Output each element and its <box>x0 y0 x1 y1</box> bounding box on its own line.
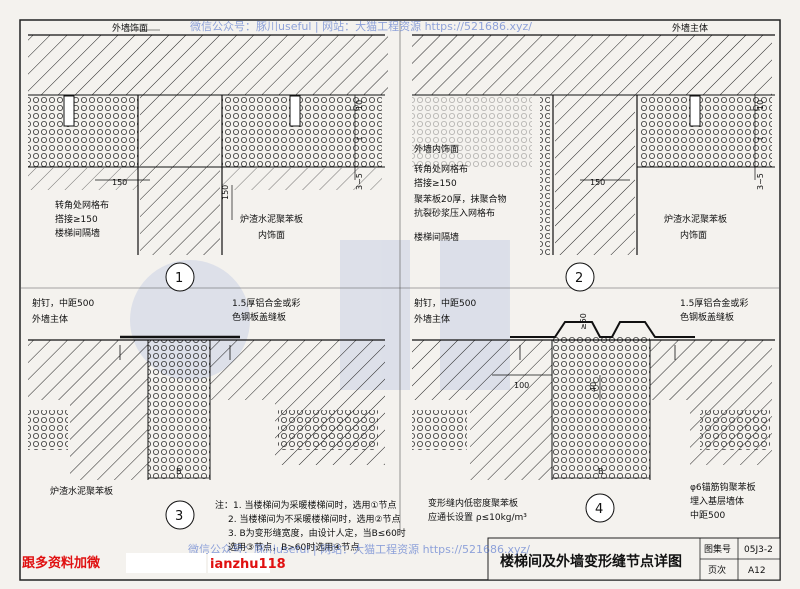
d4-joint-label-1: 变形缝内低密度聚苯板 <box>428 497 518 509</box>
watermark-bottom: 微信公众号：豚川useful | 网站：大猫工程资源 https://52168… <box>188 542 530 556</box>
d1-mesh-label-1: 转角处网格布 <box>55 199 109 211</box>
d4-dim-100: 100 <box>514 381 529 390</box>
note-line-3: 3. B为变形缝宽度，由设计人定，当B≤60时 <box>228 527 406 539</box>
detail-2: 外墙主体 外墙内饰面 转角处网格布 搭接≥150 聚苯板20厚，抹聚合物 抗裂砂… <box>412 22 775 292</box>
d1-mesh-label-2: 搭接≥150 <box>55 213 98 225</box>
d3-body-label: 外墙主体 <box>32 313 68 325</box>
d2-eps-label-1: 聚苯板20厚，抹聚合物 <box>414 193 506 205</box>
notes: 注：1. 当楼梯间为采暖楼梯间时，选用①节点 2. 当楼梯间为不采暖楼梯间时，选… <box>215 499 406 553</box>
atlas-value: 05J3-2 <box>744 545 773 555</box>
promo-banner: 跟多资料加微 ianzhu118 <box>22 553 286 573</box>
d4-dim-B: B <box>598 467 604 476</box>
d3-nail-label: 射钉，中距500 <box>32 297 94 309</box>
note-line-1: 注：1. 当楼梯间为采暖楼梯间时，选用①节点 <box>215 499 397 511</box>
d2-partition-label: 楼梯间隔墙 <box>414 231 459 243</box>
d1-inner-label: 内饰面 <box>258 229 285 241</box>
d2-dim-horizontal: 150 <box>590 178 605 187</box>
d4-dim-50: ≥50 <box>579 313 588 330</box>
d3-dim-B: B <box>176 467 182 476</box>
d2-dim-3-5: 3~5 <box>756 173 765 190</box>
page-value: A12 <box>748 566 766 576</box>
d4-anchor-label-3: 中距500 <box>690 509 725 521</box>
d3-number: 3 <box>175 509 183 524</box>
d1-partition-label: 楼梯间隔墙 <box>55 227 100 239</box>
note-line-2: 2. 当楼梯间为不采暖楼梯间时，选用②节点 <box>228 513 401 525</box>
title-block: 楼梯间及外墙变形缝节点详图 图集号 05J3-2 页次 A12 <box>487 537 781 581</box>
atlas-label: 图集号 <box>704 543 731 555</box>
d3-plate-label-2: 色钢板盖缝板 <box>232 311 286 323</box>
d2-inner-label: 内饰面 <box>680 229 707 241</box>
d1-number: 1 <box>175 271 183 286</box>
d4-plate-label-1: 1.5厚铝合金或彩 <box>680 297 748 309</box>
d1-dim-t: t <box>355 137 364 140</box>
page-label: 页次 <box>708 564 726 576</box>
d4-number: 4 <box>595 502 603 517</box>
d3-board-label: 炉渣水泥聚苯板 <box>50 485 113 497</box>
detail-3: 射钉，中距500 外墙主体 1.5厚铝合金或彩 色钢板盖缝板 炉渣水泥聚苯板 B… <box>28 297 385 530</box>
d2-number: 2 <box>575 271 583 286</box>
sheet-title: 楼梯间及外墙变形缝节点详图 <box>500 553 682 570</box>
d4-plate-label-2: 色钢板盖缝板 <box>680 311 734 323</box>
d1-dim-10: 10 <box>355 100 364 110</box>
d1-finish-label: 外墙饰面 <box>112 22 148 34</box>
d2-dim-t: t <box>756 137 765 140</box>
watermark-top: 微信公众号：豚川useful | 网站：大猫工程资源 https://52168… <box>190 19 532 33</box>
d2-eps-label-2: 抗裂砂浆压入网格布 <box>414 207 495 219</box>
d4-anchor-label-1: φ6锚筋钩聚苯板 <box>690 481 756 493</box>
d3-plate-label-1: 1.5厚铝合金或彩 <box>232 297 300 309</box>
d4-dim-40: 40 <box>589 382 598 392</box>
promo-handle: ianzhu118 <box>210 557 286 572</box>
d1-dim-3-5: 3~5 <box>355 173 364 190</box>
d2-inner-finish-label: 外墙内饰面 <box>414 143 459 155</box>
d4-body-label: 外墙主体 <box>414 313 450 325</box>
d2-mesh-label-1: 转角处网格布 <box>414 163 468 175</box>
d2-body-label: 外墙主体 <box>672 22 708 34</box>
d2-board-label: 炉渣水泥聚苯板 <box>664 213 727 225</box>
note-line-4: 选用③节点，B>60时选用④节点 <box>228 541 359 553</box>
d2-dim-10: 10 <box>756 100 765 110</box>
d1-dim-horizontal: 150 <box>112 178 127 187</box>
d1-dim-vertical: 150 <box>221 185 230 200</box>
d4-joint-label-2: 应通长设置 ρ≤10kg/m³ <box>428 511 527 523</box>
d2-mesh-label-2: 搭接≥150 <box>414 177 457 189</box>
detail-4: 射钉，中距500 外墙主体 1.5厚铝合金或彩 色钢板盖缝板 变形缝内低密度聚苯… <box>412 297 775 523</box>
d1-board-label: 炉渣水泥聚苯板 <box>240 213 303 225</box>
d4-anchor-label-2: 埋入基层墙体 <box>690 495 744 507</box>
promo-text: 跟多资料加微 <box>22 555 101 571</box>
d4-nail-label: 射钉，中距500 <box>414 297 476 309</box>
detail-1: 外墙饰面 转角处网格布 搭接≥150 楼梯间隔墙 炉渣水泥聚苯板 内饰面 150… <box>28 22 388 292</box>
